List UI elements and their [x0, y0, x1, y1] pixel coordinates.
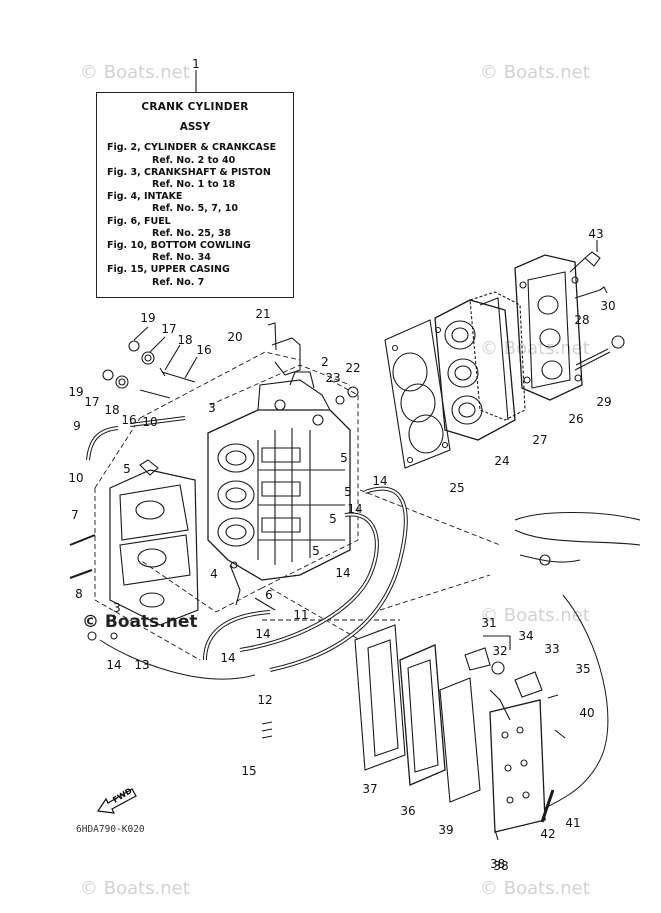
callout-39[interactable]: 39	[438, 823, 454, 837]
callout-18[interactable]: 18	[177, 333, 193, 347]
callout-33[interactable]: 33	[544, 642, 560, 656]
legend-subtitle: ASSY	[179, 121, 211, 134]
fwd-arrow-icon	[96, 788, 137, 814]
watermark-dark: © Boats.net	[82, 612, 198, 632]
callout-41[interactable]: 41	[565, 816, 581, 830]
callout-25[interactable]: 25	[449, 481, 465, 495]
callout-3[interactable]: 3	[208, 401, 216, 415]
watermark: © Boats.net	[480, 62, 590, 83]
callout-6[interactable]: 6	[265, 588, 273, 602]
callout-40[interactable]: 40	[579, 706, 595, 720]
callout-14[interactable]: 14	[220, 651, 236, 665]
callout-15[interactable]: 15	[241, 764, 257, 778]
watermark: © Boats.net	[480, 878, 590, 899]
callout-13[interactable]: 13	[134, 658, 150, 672]
legend-fig: Fig. 4, INTAKE	[107, 191, 183, 203]
legend-fig: Fig. 2, CYLINDER & CRANKCASE	[107, 142, 277, 154]
callout-18[interactable]: 18	[104, 403, 120, 417]
callout-16[interactable]: 16	[196, 343, 212, 357]
callout-5[interactable]: 5	[123, 462, 131, 476]
legend-ref: Ref. No. 1 to 18	[152, 179, 236, 191]
callout-38[interactable]: 38	[493, 859, 509, 873]
callout-26[interactable]: 26	[568, 412, 584, 426]
callout-34[interactable]: 34	[518, 629, 534, 643]
callout-7[interactable]: 7	[71, 508, 79, 522]
callout-29[interactable]: 29	[596, 395, 612, 409]
watermark: © Boats.net	[480, 605, 590, 626]
callout-8[interactable]: 8	[75, 587, 83, 601]
callout-21[interactable]: 21	[255, 307, 271, 321]
callout-28[interactable]: 28	[574, 313, 590, 327]
callout-5[interactable]: 5	[340, 451, 348, 465]
callout-3[interactable]: 3	[113, 601, 121, 615]
legend-ref: Ref. No. 25, 38	[152, 227, 232, 239]
legend-fig: Fig. 6, FUEL	[107, 215, 171, 227]
callout-10[interactable]: 10	[68, 471, 84, 485]
callout-5[interactable]: 5	[312, 544, 320, 558]
callout-23[interactable]: 23	[325, 371, 341, 385]
callout-30[interactable]: 30	[600, 299, 616, 313]
callout-12[interactable]: 12	[257, 693, 273, 707]
legend-ref: Ref. No. 5, 7, 10	[152, 203, 238, 215]
callout-27[interactable]: 27	[532, 433, 548, 447]
callout-17[interactable]: 17	[84, 395, 100, 409]
callout-24[interactable]: 24	[494, 454, 510, 468]
legend-ref: Ref. No. 7	[152, 276, 205, 288]
legend-fig: Fig. 15, UPPER CASING	[107, 264, 230, 276]
callout-9[interactable]: 9	[73, 419, 81, 433]
diagram-code: 6HDA790-K020	[76, 824, 145, 835]
callout-17[interactable]: 17	[161, 322, 177, 336]
callout-1[interactable]: 1	[192, 57, 200, 71]
callout-32[interactable]: 32	[492, 644, 508, 658]
legend-ref: Ref. No. 2 to 40	[152, 154, 236, 166]
callout-5[interactable]: 5	[329, 512, 337, 526]
page-number: 38	[490, 857, 506, 871]
callout-14[interactable]: 14	[372, 474, 388, 488]
callout-37[interactable]: 37	[362, 782, 378, 796]
callout-22[interactable]: 22	[345, 361, 361, 375]
callout-19[interactable]: 19	[68, 385, 84, 399]
legend-box: CRANK CYLINDER ASSY Fig. 2, CYLINDER & C…	[96, 92, 294, 298]
callout-11[interactable]: 11	[293, 608, 309, 622]
callout-14[interactable]: 14	[335, 566, 351, 580]
watermark: © Boats.net	[80, 878, 190, 899]
legend-fig: Fig. 10, BOTTOM COWLING	[107, 240, 251, 252]
callout-10[interactable]: 10	[142, 415, 158, 429]
callout-35[interactable]: 35	[575, 662, 591, 676]
callout-31[interactable]: 31	[481, 616, 497, 630]
callout-14[interactable]: 14	[106, 658, 122, 672]
legend-title: CRANK CYLINDER	[141, 101, 249, 113]
callout-43[interactable]: 43	[588, 227, 604, 241]
callout-16[interactable]: 16	[121, 413, 137, 427]
callout-19[interactable]: 19	[140, 311, 156, 325]
callout-5[interactable]: 5	[344, 485, 352, 499]
callout-14[interactable]: 14	[255, 627, 271, 641]
callout-4[interactable]: 4	[210, 567, 218, 581]
callout-20[interactable]: 20	[227, 330, 243, 344]
watermark: © Boats.net	[80, 62, 190, 83]
callout-14[interactable]: 14	[347, 502, 363, 516]
callout-36[interactable]: 36	[400, 804, 416, 818]
callout-42[interactable]: 42	[540, 827, 556, 841]
callout-2[interactable]: 2	[321, 355, 329, 369]
legend-ref: Ref. No. 34	[152, 252, 211, 264]
legend-fig: Fig. 3, CRANKSHAFT & PISTON	[107, 166, 271, 178]
